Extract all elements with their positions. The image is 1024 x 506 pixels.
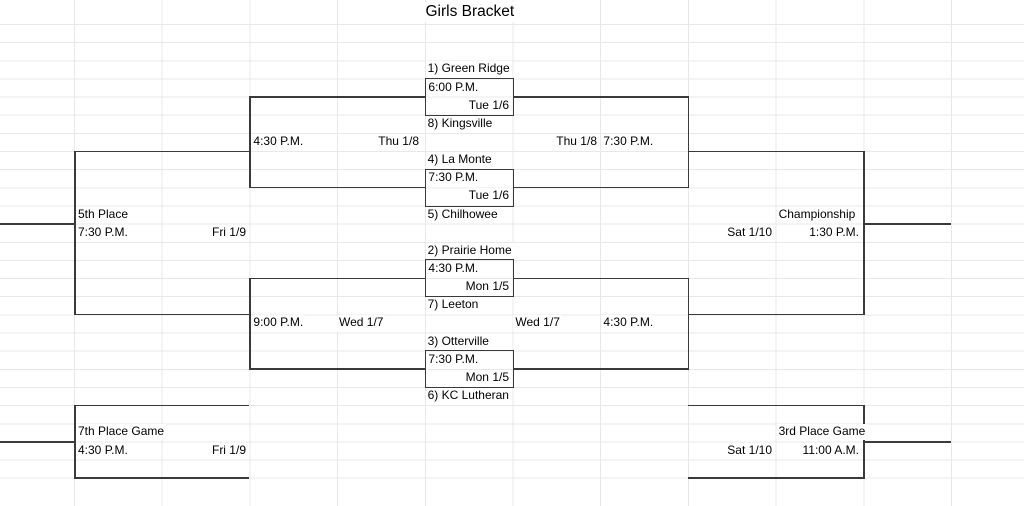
bracket-line: [249, 96, 251, 189]
bracket-line: [249, 186, 425, 189]
bracket-line: [74, 150, 76, 316]
seventh-place-date: Fri 1/9: [209, 442, 248, 458]
championship-semi-lower-time: 4:30 P.M.: [601, 315, 656, 331]
game3-bottom-seed: 7) Leeton: [425, 297, 481, 313]
bracket-line: [687, 404, 864, 407]
game1-time: 6:00 P.M.: [426, 79, 481, 95]
bracket-line: [687, 150, 864, 153]
bracket-line: [863, 150, 865, 316]
third-place-date: Sat 1/10: [725, 442, 774, 458]
bracket-line: [74, 404, 76, 479]
championship-time: 1:30 P.M.: [807, 224, 861, 241]
game1-date: Tue 1/6: [466, 97, 511, 114]
bracket-line: [512, 96, 688, 98]
championship-semi-lower-date: Wed 1/7: [513, 315, 562, 331]
third-place-label: 3rd Place Game: [776, 424, 868, 440]
championship-semi-upper-time: 7:30 P.M.: [601, 133, 656, 150]
bracket-line: [74, 404, 250, 407]
bracket-line: [249, 368, 425, 370]
seventh-place-time: 4:30 P.M.: [76, 442, 130, 458]
game3-date: Mon 1/5: [463, 279, 511, 295]
bracket-line: [74, 313, 250, 316]
game2-date: Tue 1/6: [466, 188, 511, 204]
game4-date: Mon 1/5: [463, 369, 511, 386]
game3-time: 4:30 P.M.: [426, 261, 481, 277]
bracket-line: [687, 477, 864, 479]
game4-top-seed: 3) Otterville: [425, 333, 491, 350]
championship-date: Sat 1/10: [725, 224, 774, 241]
bracket-line: [0, 440, 74, 443]
bracket-line: [863, 223, 951, 225]
bracket-line: [512, 186, 688, 189]
consolation-semi-upper-date: Thu 1/8: [376, 133, 421, 150]
bracket-line: [74, 477, 250, 479]
bracket-line: [687, 96, 690, 189]
bracket-line: [863, 440, 951, 443]
championship-semi-upper-date: Thu 1/8: [554, 133, 599, 150]
fifth-place-date: Fri 1/9: [209, 224, 248, 241]
third-place-time: 11:00 A.M.: [800, 442, 861, 458]
championship-label: Championship: [776, 206, 858, 222]
fifth-place-time: 7:30 P.M.: [76, 224, 130, 241]
bracket-line: [249, 96, 425, 98]
bracket-line: [512, 368, 688, 370]
bracket-line: [863, 404, 865, 479]
game2-time: 7:30 P.M.: [426, 170, 481, 186]
bracket-line: [249, 277, 251, 370]
game2-bottom-seed: 5) Chilhowee: [425, 206, 500, 222]
fifth-place-label: 5th Place: [76, 206, 131, 222]
bracket-line: [687, 277, 690, 370]
bracket-line: [512, 277, 688, 280]
game4-bottom-seed: 6) KC Lutheran: [425, 388, 511, 404]
game4-time: 7:30 P.M.: [426, 351, 481, 368]
bracket-line: [74, 150, 250, 153]
consolation-semi-lower-time: 9:00 P.M.: [251, 315, 306, 331]
sheet-title: Girls Bracket: [424, 2, 516, 22]
consolation-semi-upper-time: 4:30 P.M.: [251, 133, 306, 150]
bracket-line: [249, 277, 425, 280]
bracket-line: [0, 223, 74, 225]
consolation-semi-lower-date: Wed 1/7: [337, 315, 386, 331]
game1-top-seed: 1) Green Ridge: [425, 61, 512, 77]
bracket-line: [687, 313, 864, 316]
game2-top-seed: 4) La Monte: [425, 152, 494, 168]
game3-top-seed: 2) Prairie Home: [425, 242, 514, 259]
game1-bottom-seed: 8) Kingsville: [425, 115, 495, 132]
seventh-place-label: 7th Place Game: [76, 424, 167, 440]
